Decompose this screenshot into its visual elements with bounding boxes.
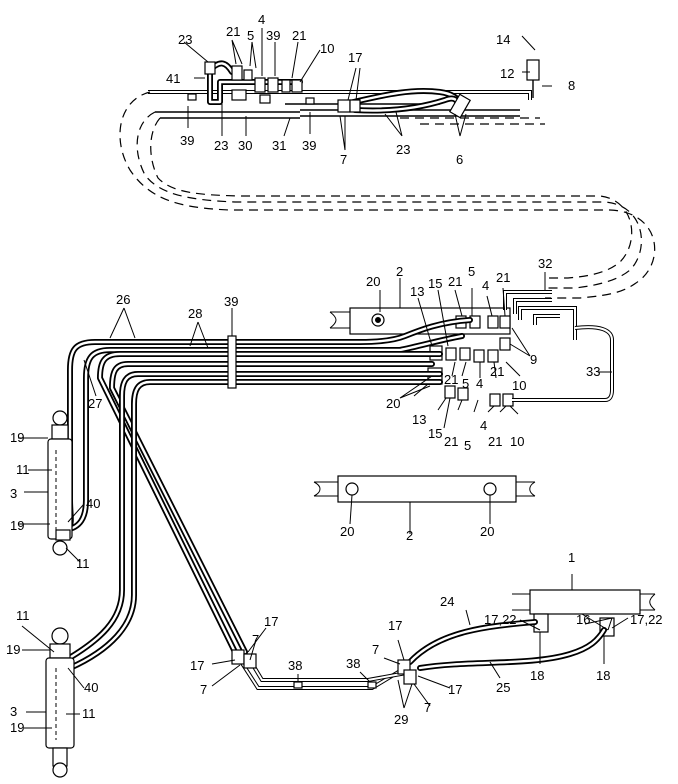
callout-15: 15 <box>428 426 442 441</box>
callout-7: 7 <box>340 152 347 167</box>
callout-21: 21 <box>490 364 504 379</box>
callout-21: 21 <box>226 24 240 39</box>
callout-7: 7 <box>424 700 431 715</box>
callout-17: 17 <box>264 614 278 629</box>
callout-10: 10 <box>512 378 526 393</box>
callout-14: 14 <box>496 32 510 47</box>
top-tube-assembly <box>148 59 540 119</box>
callout-13: 13 <box>410 284 424 299</box>
callout-7: 7 <box>252 632 259 647</box>
callout-20: 20 <box>386 396 400 411</box>
dashed-hose-loops <box>119 91 656 299</box>
left-cylinder-lower <box>45 627 75 778</box>
callout-10: 10 <box>320 41 334 56</box>
callout-30: 30 <box>238 138 252 153</box>
callout-21: 21 <box>496 270 510 285</box>
callout-7: 7 <box>200 682 207 697</box>
callout-23: 23 <box>178 32 192 47</box>
callout-3: 3 <box>10 486 17 501</box>
callout-39: 39 <box>224 294 238 309</box>
callout-20: 20 <box>366 274 380 289</box>
callout-9: 9 <box>530 352 537 367</box>
control-valve-assembly <box>329 290 614 407</box>
callout-18: 18 <box>596 668 610 683</box>
callout-33: 33 <box>586 364 600 379</box>
callout-15: 15 <box>428 276 442 291</box>
callout-17-22: 17,22 <box>484 612 517 627</box>
callout-10: 10 <box>510 434 524 449</box>
callout-4: 4 <box>258 12 265 27</box>
callout-4: 4 <box>482 278 489 293</box>
callout-23: 23 <box>214 138 228 153</box>
callout-27: 27 <box>88 396 102 411</box>
callout-12: 12 <box>500 66 514 81</box>
callout-28: 28 <box>188 306 202 321</box>
callout-2: 2 <box>396 264 403 279</box>
callout-17: 17 <box>448 682 462 697</box>
callout-20: 20 <box>480 524 494 539</box>
callout-6: 6 <box>456 152 463 167</box>
callout-31: 31 <box>272 138 286 153</box>
leader-lines <box>18 28 629 729</box>
callout-13: 13 <box>412 412 426 427</box>
callout-3: 3 <box>10 704 17 719</box>
callout-labels: 14 12 8 23 41 21 5 4 39 21 10 17 39 23 3… <box>6 12 663 735</box>
callout-38: 38 <box>288 658 302 673</box>
cylinder-2-center <box>313 475 536 503</box>
left-cylinder-upper <box>47 410 73 556</box>
callout-4: 4 <box>476 376 483 391</box>
callout-21: 21 <box>444 372 458 387</box>
callout-39: 39 <box>266 28 280 43</box>
callout-1: 1 <box>568 550 575 565</box>
callout-40: 40 <box>84 680 98 695</box>
callout-24: 24 <box>440 594 454 609</box>
callout-21: 21 <box>292 28 306 43</box>
callout-39: 39 <box>302 138 316 153</box>
callout-4: 4 <box>480 418 487 433</box>
callout-5: 5 <box>462 376 469 391</box>
callout-5: 5 <box>464 438 471 453</box>
callout-20: 20 <box>340 524 354 539</box>
callout-11: 11 <box>16 608 30 623</box>
callout-17: 17 <box>190 658 204 673</box>
callout-25: 25 <box>496 680 510 695</box>
callout-40: 40 <box>86 496 100 511</box>
callout-5: 5 <box>247 28 254 43</box>
callout-17: 17 <box>348 50 362 65</box>
callout-23: 23 <box>396 142 410 157</box>
callout-21: 21 <box>444 434 458 449</box>
callout-17: 17 <box>388 618 402 633</box>
callout-21: 21 <box>488 434 502 449</box>
callout-17-22: 17,22 <box>630 612 663 627</box>
cylinder-1-bottom-right <box>407 589 656 671</box>
callout-7: 7 <box>372 642 379 657</box>
callout-19: 19 <box>10 720 24 735</box>
callout-38: 38 <box>346 656 360 671</box>
callout-11: 11 <box>76 556 90 571</box>
callout-2: 2 <box>406 528 413 543</box>
callout-19: 19 <box>10 518 24 533</box>
callout-26: 26 <box>116 292 130 307</box>
callout-5: 5 <box>468 264 475 279</box>
callout-8: 8 <box>568 78 575 93</box>
callout-41: 41 <box>166 71 180 86</box>
callout-19: 19 <box>10 430 24 445</box>
main-hose-bundle <box>57 317 473 671</box>
callout-39: 39 <box>180 133 194 148</box>
callout-18: 18 <box>530 668 544 683</box>
callout-11: 11 <box>82 706 96 721</box>
bottom-tube <box>231 649 417 690</box>
callout-29: 29 <box>394 712 408 727</box>
callout-32: 32 <box>538 256 552 271</box>
callout-19: 19 <box>6 642 20 657</box>
callout-21: 21 <box>448 274 462 289</box>
callout-11: 11 <box>16 462 30 477</box>
callout-16: 16 <box>576 612 590 627</box>
